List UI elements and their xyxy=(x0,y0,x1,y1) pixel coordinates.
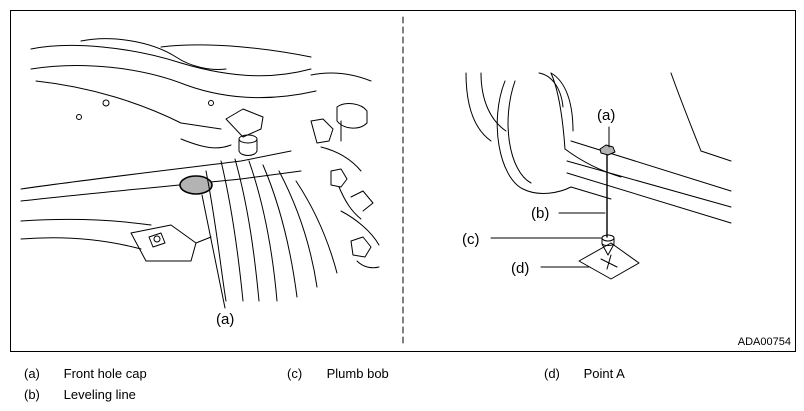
figure-frame: (a) xyxy=(10,10,796,352)
right-callout-a: (a) xyxy=(597,107,615,124)
legend-key: (d) xyxy=(544,366,560,381)
left-underbody-illustration xyxy=(20,38,380,302)
legend-item-d: (d) Point A xyxy=(544,366,625,381)
legend-text: Leveling line xyxy=(63,387,136,402)
legend-item-b: (b) Leveling line xyxy=(24,387,136,402)
right-vehicle-illustration xyxy=(465,72,732,280)
legend-item-c: (c) Plumb bob xyxy=(287,366,389,381)
legend-text: Plumb bob xyxy=(326,366,389,381)
point-a-marker xyxy=(578,242,640,280)
right-callout-d: (d) xyxy=(511,260,529,277)
legend-text: Front hole cap xyxy=(63,366,147,381)
right-hole-cap xyxy=(599,144,616,156)
figure-drawing: (a) xyxy=(20,16,732,348)
legend: (a) Front hole cap (b) Leveling line (c)… xyxy=(0,360,804,411)
left-callout-a: (a) xyxy=(216,311,234,328)
left-leader-a xyxy=(201,194,226,309)
right-callout-b: (b) xyxy=(531,205,549,222)
figure-id: ADA00754 xyxy=(737,336,791,348)
legend-text: Point A xyxy=(583,366,625,381)
right-callout-c: (c) xyxy=(462,231,480,248)
legend-key: (c) xyxy=(287,366,303,381)
legend-key: (b) xyxy=(24,387,40,402)
front-hole-cap xyxy=(179,175,213,195)
legend-key: (a) xyxy=(24,366,40,381)
legend-item-a: (a) Front hole cap xyxy=(24,366,147,381)
